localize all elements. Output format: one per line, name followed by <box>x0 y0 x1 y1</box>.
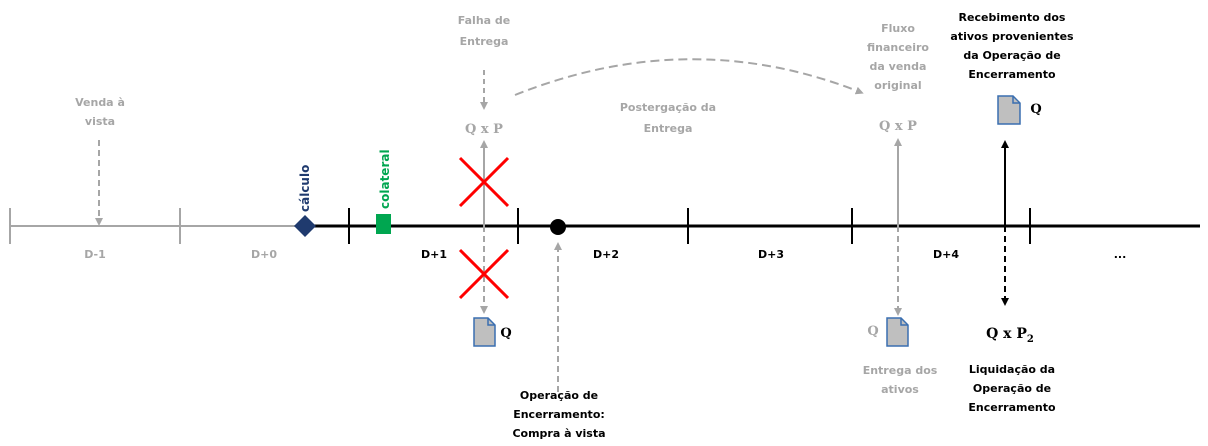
postergacao-curved-arrow <box>514 58 864 96</box>
qxp-d4-formula: Q x P <box>879 119 917 134</box>
period-label-more: ... <box>1114 248 1127 261</box>
fluxo-line-4: original <box>874 79 921 92</box>
recebimento-line-1: Recebimento dos <box>959 11 1066 24</box>
venda-vista-line-2: vista <box>85 115 115 128</box>
calculo-label: cálculo <box>298 165 312 212</box>
postergacao-line-2: Entrega <box>644 122 693 135</box>
recebimento-line-2: ativos provenientes <box>950 30 1074 43</box>
q-entrega-label: Q <box>867 324 878 339</box>
entrega-ativos-line-2: ativos <box>881 383 919 396</box>
falha-entrega-line-2: Entrega <box>460 35 509 48</box>
operacao-encerramento-line-2: Encerramento: <box>513 408 605 421</box>
liquidacao-line-1: Liquidação da <box>969 363 1055 376</box>
venda-vista-line-1: Venda à <box>75 96 125 109</box>
qxp2-main: Q x P <box>986 326 1027 342</box>
fluxo-line-3: da venda <box>870 60 927 73</box>
encerramento-dot-marker <box>550 219 566 235</box>
liquidacao-line-3: Encerramento <box>968 401 1056 414</box>
liquidacao-line-2: Operação de <box>973 382 1051 395</box>
fluxo-line-1: Fluxo <box>881 22 915 35</box>
qxp-d1-formula: Q x P <box>465 122 503 137</box>
period-label-d0: D+0 <box>251 248 277 261</box>
fluxo-line-2: financeiro <box>867 41 929 54</box>
recebimento-line-4: Encerramento <box>968 68 1056 81</box>
recebimento-line-3: da Operação de <box>963 49 1060 62</box>
colateral-square-marker <box>376 214 391 234</box>
qxp2-formula: Q x P2 <box>986 326 1034 345</box>
operacao-encerramento-line-1: Operação de <box>520 389 598 402</box>
entrega-ativos-line-1: Entrega dos <box>863 364 938 377</box>
operacao-encerramento-line-3: Compra à vista <box>512 427 605 440</box>
period-label-d3: D+3 <box>758 248 784 261</box>
period-label-d-minus-1: D-1 <box>84 248 106 261</box>
q-d1-label: Q <box>500 326 511 341</box>
document-icon <box>997 95 1021 125</box>
period-label-d4: D+4 <box>933 248 959 261</box>
document-icon <box>473 317 496 347</box>
period-label-d1: D+1 <box>421 248 447 261</box>
cross-icon <box>458 156 510 208</box>
postergacao-line-1: Postergação da <box>620 101 716 114</box>
calculo-diamond-marker <box>294 215 316 237</box>
cross-icon <box>458 248 510 300</box>
period-label-d2: D+2 <box>593 248 619 261</box>
q-recebimento-label: Q <box>1030 102 1041 117</box>
colateral-label: colateral <box>378 149 392 209</box>
falha-entrega-line-1: Falha de <box>458 14 510 27</box>
document-icon <box>886 317 909 347</box>
qxp2-subscript: 2 <box>1027 334 1034 345</box>
